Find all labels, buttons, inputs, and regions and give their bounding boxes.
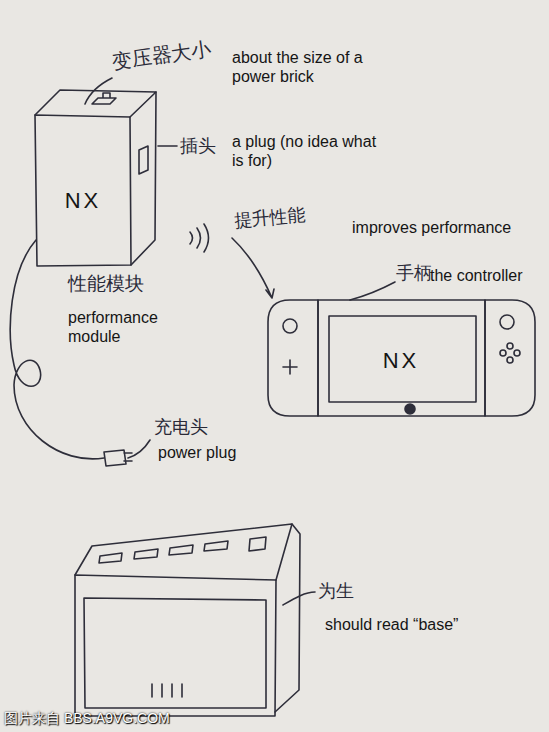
leader-line <box>85 78 112 104</box>
console: NX <box>266 298 538 420</box>
translation-note: improves performance <box>352 218 511 237</box>
console-screen <box>329 316 476 402</box>
leader-line <box>350 282 395 300</box>
translation-note: power plug <box>158 443 236 462</box>
left-joycon <box>268 300 318 416</box>
leader-arrow <box>232 238 274 298</box>
button <box>507 343 513 349</box>
leader-line <box>158 145 177 147</box>
node-heading: 性能模块 <box>68 272 144 295</box>
dock-slot <box>84 598 266 708</box>
handwritten-note: 插头 <box>180 135 216 157</box>
handwritten-note: 手柄 <box>396 262 432 284</box>
stick <box>283 319 297 333</box>
wireless-symbol <box>190 224 209 252</box>
dock-top <box>75 524 292 580</box>
cube-side <box>131 92 156 265</box>
handwritten-note: 变压器大小 <box>110 36 212 74</box>
dock-side <box>275 524 300 712</box>
side-port <box>139 146 148 174</box>
watermark: 图片来自 BBS.A9VG.COM <box>4 710 170 727</box>
dock-front <box>75 575 276 716</box>
node-label: NX <box>365 348 437 374</box>
cube-front <box>35 115 131 266</box>
button <box>507 357 513 363</box>
plus-button <box>283 360 297 374</box>
node-heading: performance module <box>68 308 193 346</box>
leader-line <box>128 440 150 458</box>
console-body <box>318 300 485 416</box>
right-joycon <box>485 300 535 416</box>
button <box>500 350 506 356</box>
handwritten-note: 为生 <box>318 580 354 602</box>
handwritten-note: 提升性能 <box>233 204 307 232</box>
performance-module: NX性能模块performance module <box>35 88 157 266</box>
cube-top <box>35 90 156 117</box>
power-plug-symbol <box>104 450 132 466</box>
home-button <box>405 404 415 414</box>
translation-note: a plug (no idea what is for) <box>232 132 392 170</box>
stick <box>500 315 514 329</box>
handwritten-note: 充电头 <box>154 416 208 438</box>
translation-note: should read “base” <box>325 615 458 634</box>
node-label: NX <box>35 188 131 214</box>
button <box>514 350 520 356</box>
dock-ports <box>99 537 266 563</box>
translation-note: about the size of a power brick <box>232 48 392 86</box>
dock-pins <box>152 684 182 697</box>
translation-note: the controller <box>430 266 523 285</box>
cube-plug <box>92 93 116 104</box>
